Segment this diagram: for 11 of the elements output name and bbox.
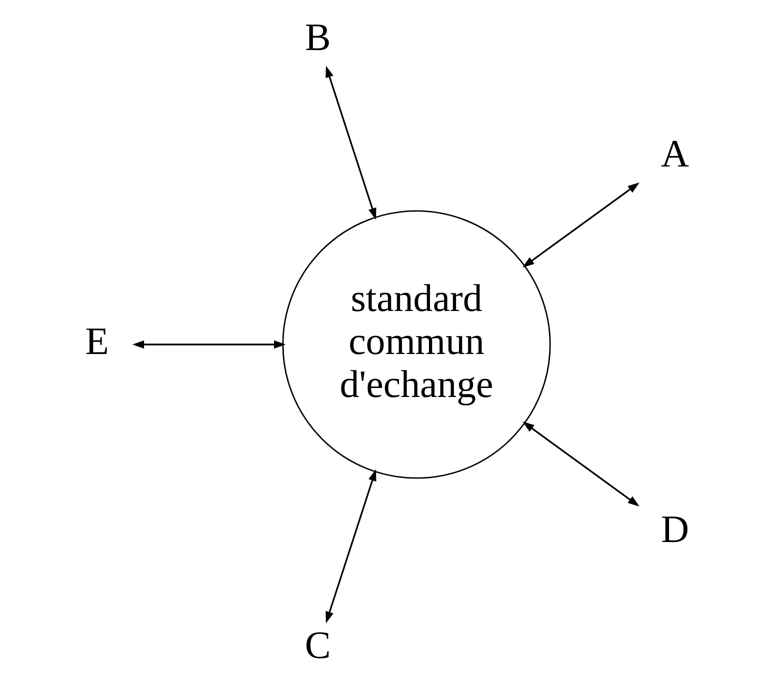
- node-text: B: [304, 16, 331, 60]
- node-text: D: [660, 508, 690, 551]
- arrow: [522, 422, 640, 506]
- arrow: [326, 66, 376, 220]
- arrow: [132, 340, 286, 349]
- arrow: [522, 182, 640, 268]
- arrow: [326, 469, 376, 624]
- node-circle: standard commun d'echange: [282, 210, 551, 479]
- node-text: A: [660, 132, 690, 176]
- node-text: E: [85, 320, 109, 364]
- node-text: C: [304, 624, 331, 667]
